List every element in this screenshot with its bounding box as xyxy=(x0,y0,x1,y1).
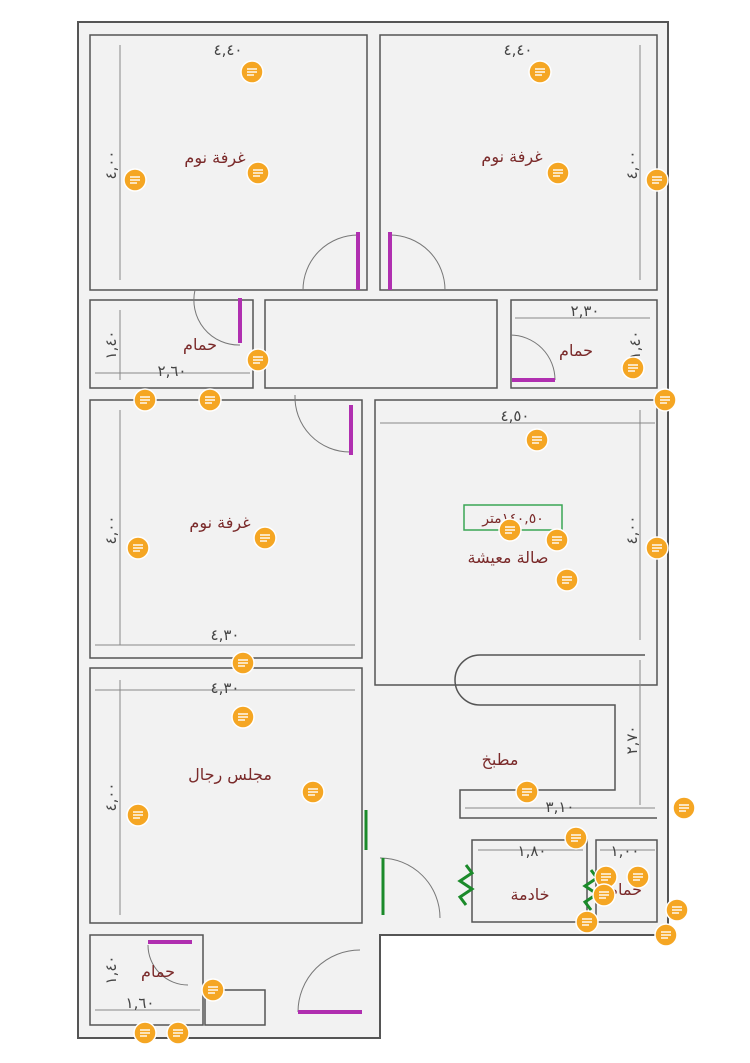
note-lines-icon[interactable] xyxy=(621,356,645,380)
note-lines-icon[interactable] xyxy=(545,528,569,552)
door-arc-entry xyxy=(297,949,361,1013)
door-arc-majlis-entry xyxy=(379,857,441,919)
dim-living-width: ٤,٥٠ xyxy=(501,407,530,425)
note-lines-icon[interactable] xyxy=(546,161,570,185)
note-lines-icon[interactable] xyxy=(231,651,255,675)
note-lines-icon[interactable] xyxy=(201,978,225,1002)
note-lines-icon[interactable] xyxy=(575,910,599,934)
dim-living-height: ٤,٠٠ xyxy=(623,516,641,545)
dim-bath3-width: ١,٦٠ xyxy=(126,994,155,1012)
door-arc-bath3 xyxy=(147,944,189,986)
door-arc-bath2 xyxy=(509,334,556,381)
note-lines-icon[interactable] xyxy=(253,526,277,550)
label-bath-2: حمام xyxy=(559,341,593,360)
bedroom-3-walls xyxy=(89,399,363,659)
dim-majlis-height: ٤,٠٠ xyxy=(102,783,120,812)
note-lines-icon[interactable] xyxy=(665,898,689,922)
dim-bed2-height: ٤,٠٠ xyxy=(623,151,641,180)
note-lines-icon[interactable] xyxy=(246,161,270,185)
dim-bed1-height: ٤,٠٠ xyxy=(102,151,120,180)
note-lines-icon[interactable] xyxy=(126,803,150,827)
dim-bath2-width: ٢,٣٠ xyxy=(571,302,600,320)
note-lines-icon[interactable] xyxy=(246,348,270,372)
bedroom-1-walls xyxy=(89,34,368,291)
majlis-walls xyxy=(89,667,363,924)
note-lines-icon[interactable] xyxy=(198,388,222,412)
note-lines-icon[interactable] xyxy=(133,1021,157,1045)
maid-vent-1 xyxy=(457,864,475,906)
note-lines-icon[interactable] xyxy=(645,168,669,192)
dim-maid-width: ١,٨٠ xyxy=(518,842,547,860)
door-arc-bed1 xyxy=(302,234,359,291)
door-arc-bed2 xyxy=(389,234,446,291)
dim-kitchen-height: ٢,٧٠ xyxy=(623,726,641,755)
hall-walls xyxy=(264,299,498,389)
dim-bed3-width: ٤,٣٠ xyxy=(211,626,240,644)
label-bedroom-1: غرفة نوم xyxy=(184,148,245,168)
note-lines-icon[interactable] xyxy=(126,536,150,560)
note-lines-icon[interactable] xyxy=(594,865,618,889)
note-lines-icon[interactable] xyxy=(528,60,552,84)
dim-majlis-width: ٤,٣٠ xyxy=(211,679,240,697)
note-lines-icon[interactable] xyxy=(653,388,677,412)
dim-bath4-width: ١,٠٠ xyxy=(611,842,640,860)
bath-1-walls xyxy=(89,299,254,389)
label-bedroom-2: غرفة نوم xyxy=(481,147,542,167)
dim-kitchen-width: ٣,١٠ xyxy=(546,798,575,816)
note-lines-icon[interactable] xyxy=(654,923,678,947)
note-lines-icon[interactable] xyxy=(498,518,522,542)
dim-bed3-height: ٤,٠٠ xyxy=(102,516,120,545)
note-lines-icon[interactable] xyxy=(555,568,579,592)
note-lines-icon[interactable] xyxy=(564,826,588,850)
maid-walls xyxy=(471,839,588,923)
door-arc-bath1 xyxy=(193,289,241,346)
bedroom-2-walls xyxy=(379,34,658,291)
label-bedroom-3: غرفة نوم xyxy=(189,513,250,533)
label-living: صالة معيشة xyxy=(468,548,549,567)
dim-bed1-width: ٤,٤٠ xyxy=(214,41,243,59)
note-lines-icon[interactable] xyxy=(515,780,539,804)
kitchen-counter xyxy=(454,654,657,819)
building-outline xyxy=(77,21,669,1039)
bath-2-walls xyxy=(510,299,658,389)
door-arc-bed3 xyxy=(294,394,351,453)
dim-bath1-height: ١,٤٠ xyxy=(102,331,120,360)
note-lines-icon[interactable] xyxy=(626,865,650,889)
label-maid: خادمة xyxy=(510,885,549,904)
label-kitchen: مطبخ xyxy=(482,750,519,770)
stair-block xyxy=(204,989,266,1026)
note-lines-icon[interactable] xyxy=(645,536,669,560)
label-bath-3: حمام xyxy=(141,962,175,981)
note-lines-icon[interactable] xyxy=(525,428,549,452)
note-lines-icon[interactable] xyxy=(133,388,157,412)
dim-bath3-height: ١,٤٠ xyxy=(102,956,120,985)
note-lines-icon[interactable] xyxy=(301,780,325,804)
note-lines-icon[interactable] xyxy=(231,705,255,729)
note-lines-icon[interactable] xyxy=(240,60,264,84)
label-bath-1: حمام xyxy=(183,335,217,354)
note-lines-icon[interactable] xyxy=(592,883,616,907)
note-lines-icon[interactable] xyxy=(166,1021,190,1045)
dim-bed2-width: ٤,٤٠ xyxy=(504,41,533,59)
label-majlis: مجلس رجال xyxy=(188,765,272,785)
note-lines-icon[interactable] xyxy=(123,168,147,192)
note-lines-icon[interactable] xyxy=(672,796,696,820)
dim-bath1-width: ٢,٦٠ xyxy=(158,362,187,380)
dim-bath2-height: ١,٤٠ xyxy=(626,331,644,360)
